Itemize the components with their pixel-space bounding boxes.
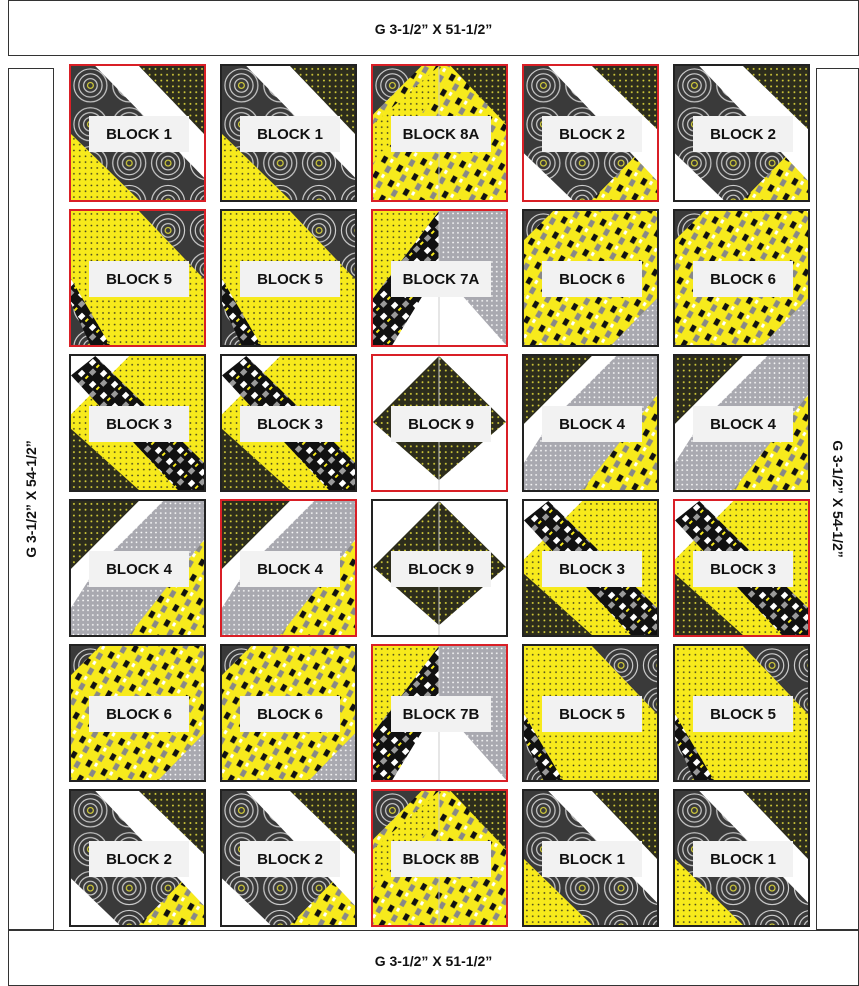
right-border-label: G 3-1/2” X 54-1/2”: [830, 440, 846, 558]
block-label: BLOCK 6: [542, 261, 642, 297]
quilt-block: BLOCK 9: [371, 499, 508, 637]
block-label: BLOCK 2: [542, 116, 642, 152]
block-label: BLOCK 6: [693, 261, 793, 297]
quilt-block: BLOCK 6: [522, 209, 659, 347]
block-label: BLOCK 1: [89, 116, 189, 152]
quilt-block: BLOCK 2: [673, 64, 810, 202]
quilt-block: BLOCK 4: [522, 354, 659, 492]
block-label: BLOCK 8B: [391, 841, 491, 877]
block-label: BLOCK 1: [542, 841, 642, 877]
quilt-block: BLOCK 8A: [371, 64, 508, 202]
block-label: BLOCK 2: [89, 841, 189, 877]
quilt-block: BLOCK 3: [522, 499, 659, 637]
quilt-block: BLOCK 5: [69, 209, 206, 347]
left-border-strip: G 3-1/2” X 54-1/2”: [8, 68, 54, 930]
quilt-block: BLOCK 5: [220, 209, 357, 347]
quilt-block: BLOCK 5: [522, 644, 659, 782]
block-label: BLOCK 3: [240, 406, 340, 442]
quilt-block: BLOCK 1: [69, 64, 206, 202]
block-label: BLOCK 1: [693, 841, 793, 877]
block-label: BLOCK 4: [542, 406, 642, 442]
quilt-block: BLOCK 4: [220, 499, 357, 637]
block-label: BLOCK 3: [542, 551, 642, 587]
top-border-strip: G 3-1/2” X 51-1/2”: [8, 0, 859, 56]
block-label: BLOCK 6: [240, 696, 340, 732]
block-label: BLOCK 7B: [391, 696, 491, 732]
quilt-block: BLOCK 2: [220, 789, 357, 927]
quilt-block: BLOCK 3: [673, 499, 810, 637]
block-label: BLOCK 1: [240, 116, 340, 152]
quilt-block: BLOCK 6: [673, 209, 810, 347]
block-label: BLOCK 2: [240, 841, 340, 877]
quilt-block: BLOCK 7A: [371, 209, 508, 347]
block-label: BLOCK 5: [89, 261, 189, 297]
top-border-label: G 3-1/2” X 51-1/2”: [375, 21, 493, 37]
quilt-block: BLOCK 7B: [371, 644, 508, 782]
quilt-block: BLOCK 1: [220, 64, 357, 202]
quilt-block: BLOCK 6: [69, 644, 206, 782]
block-label: BLOCK 5: [693, 696, 793, 732]
quilt-block: BLOCK 5: [673, 644, 810, 782]
quilt-block: BLOCK 2: [522, 64, 659, 202]
block-label: BLOCK 7A: [391, 261, 491, 297]
quilt-block: BLOCK 1: [673, 789, 810, 927]
quilt-block: BLOCK 6: [220, 644, 357, 782]
bottom-border-strip: G 3-1/2” X 51-1/2”: [8, 930, 859, 986]
block-label: BLOCK 8A: [391, 116, 491, 152]
quilt-block: BLOCK 4: [673, 354, 810, 492]
block-label: BLOCK 5: [240, 261, 340, 297]
block-label: BLOCK 9: [391, 406, 491, 442]
block-label: BLOCK 9: [391, 551, 491, 587]
block-label: BLOCK 4: [89, 551, 189, 587]
quilt-block: BLOCK 9: [371, 354, 508, 492]
quilt-block: BLOCK 2: [69, 789, 206, 927]
block-label: BLOCK 6: [89, 696, 189, 732]
bottom-border-label: G 3-1/2” X 51-1/2”: [375, 953, 493, 969]
block-label: BLOCK 4: [693, 406, 793, 442]
quilt-block: BLOCK 3: [220, 354, 357, 492]
right-border-strip: G 3-1/2” X 54-1/2”: [816, 68, 859, 930]
block-label: BLOCK 4: [240, 551, 340, 587]
block-label: BLOCK 5: [542, 696, 642, 732]
quilt-block: BLOCK 1: [522, 789, 659, 927]
block-label: BLOCK 2: [693, 116, 793, 152]
left-border-label: G 3-1/2” X 54-1/2”: [23, 440, 39, 558]
quilt-block: BLOCK 8B: [371, 789, 508, 927]
block-label: BLOCK 3: [89, 406, 189, 442]
quilt-block: BLOCK 4: [69, 499, 206, 637]
block-label: BLOCK 3: [693, 551, 793, 587]
quilt-block: BLOCK 3: [69, 354, 206, 492]
